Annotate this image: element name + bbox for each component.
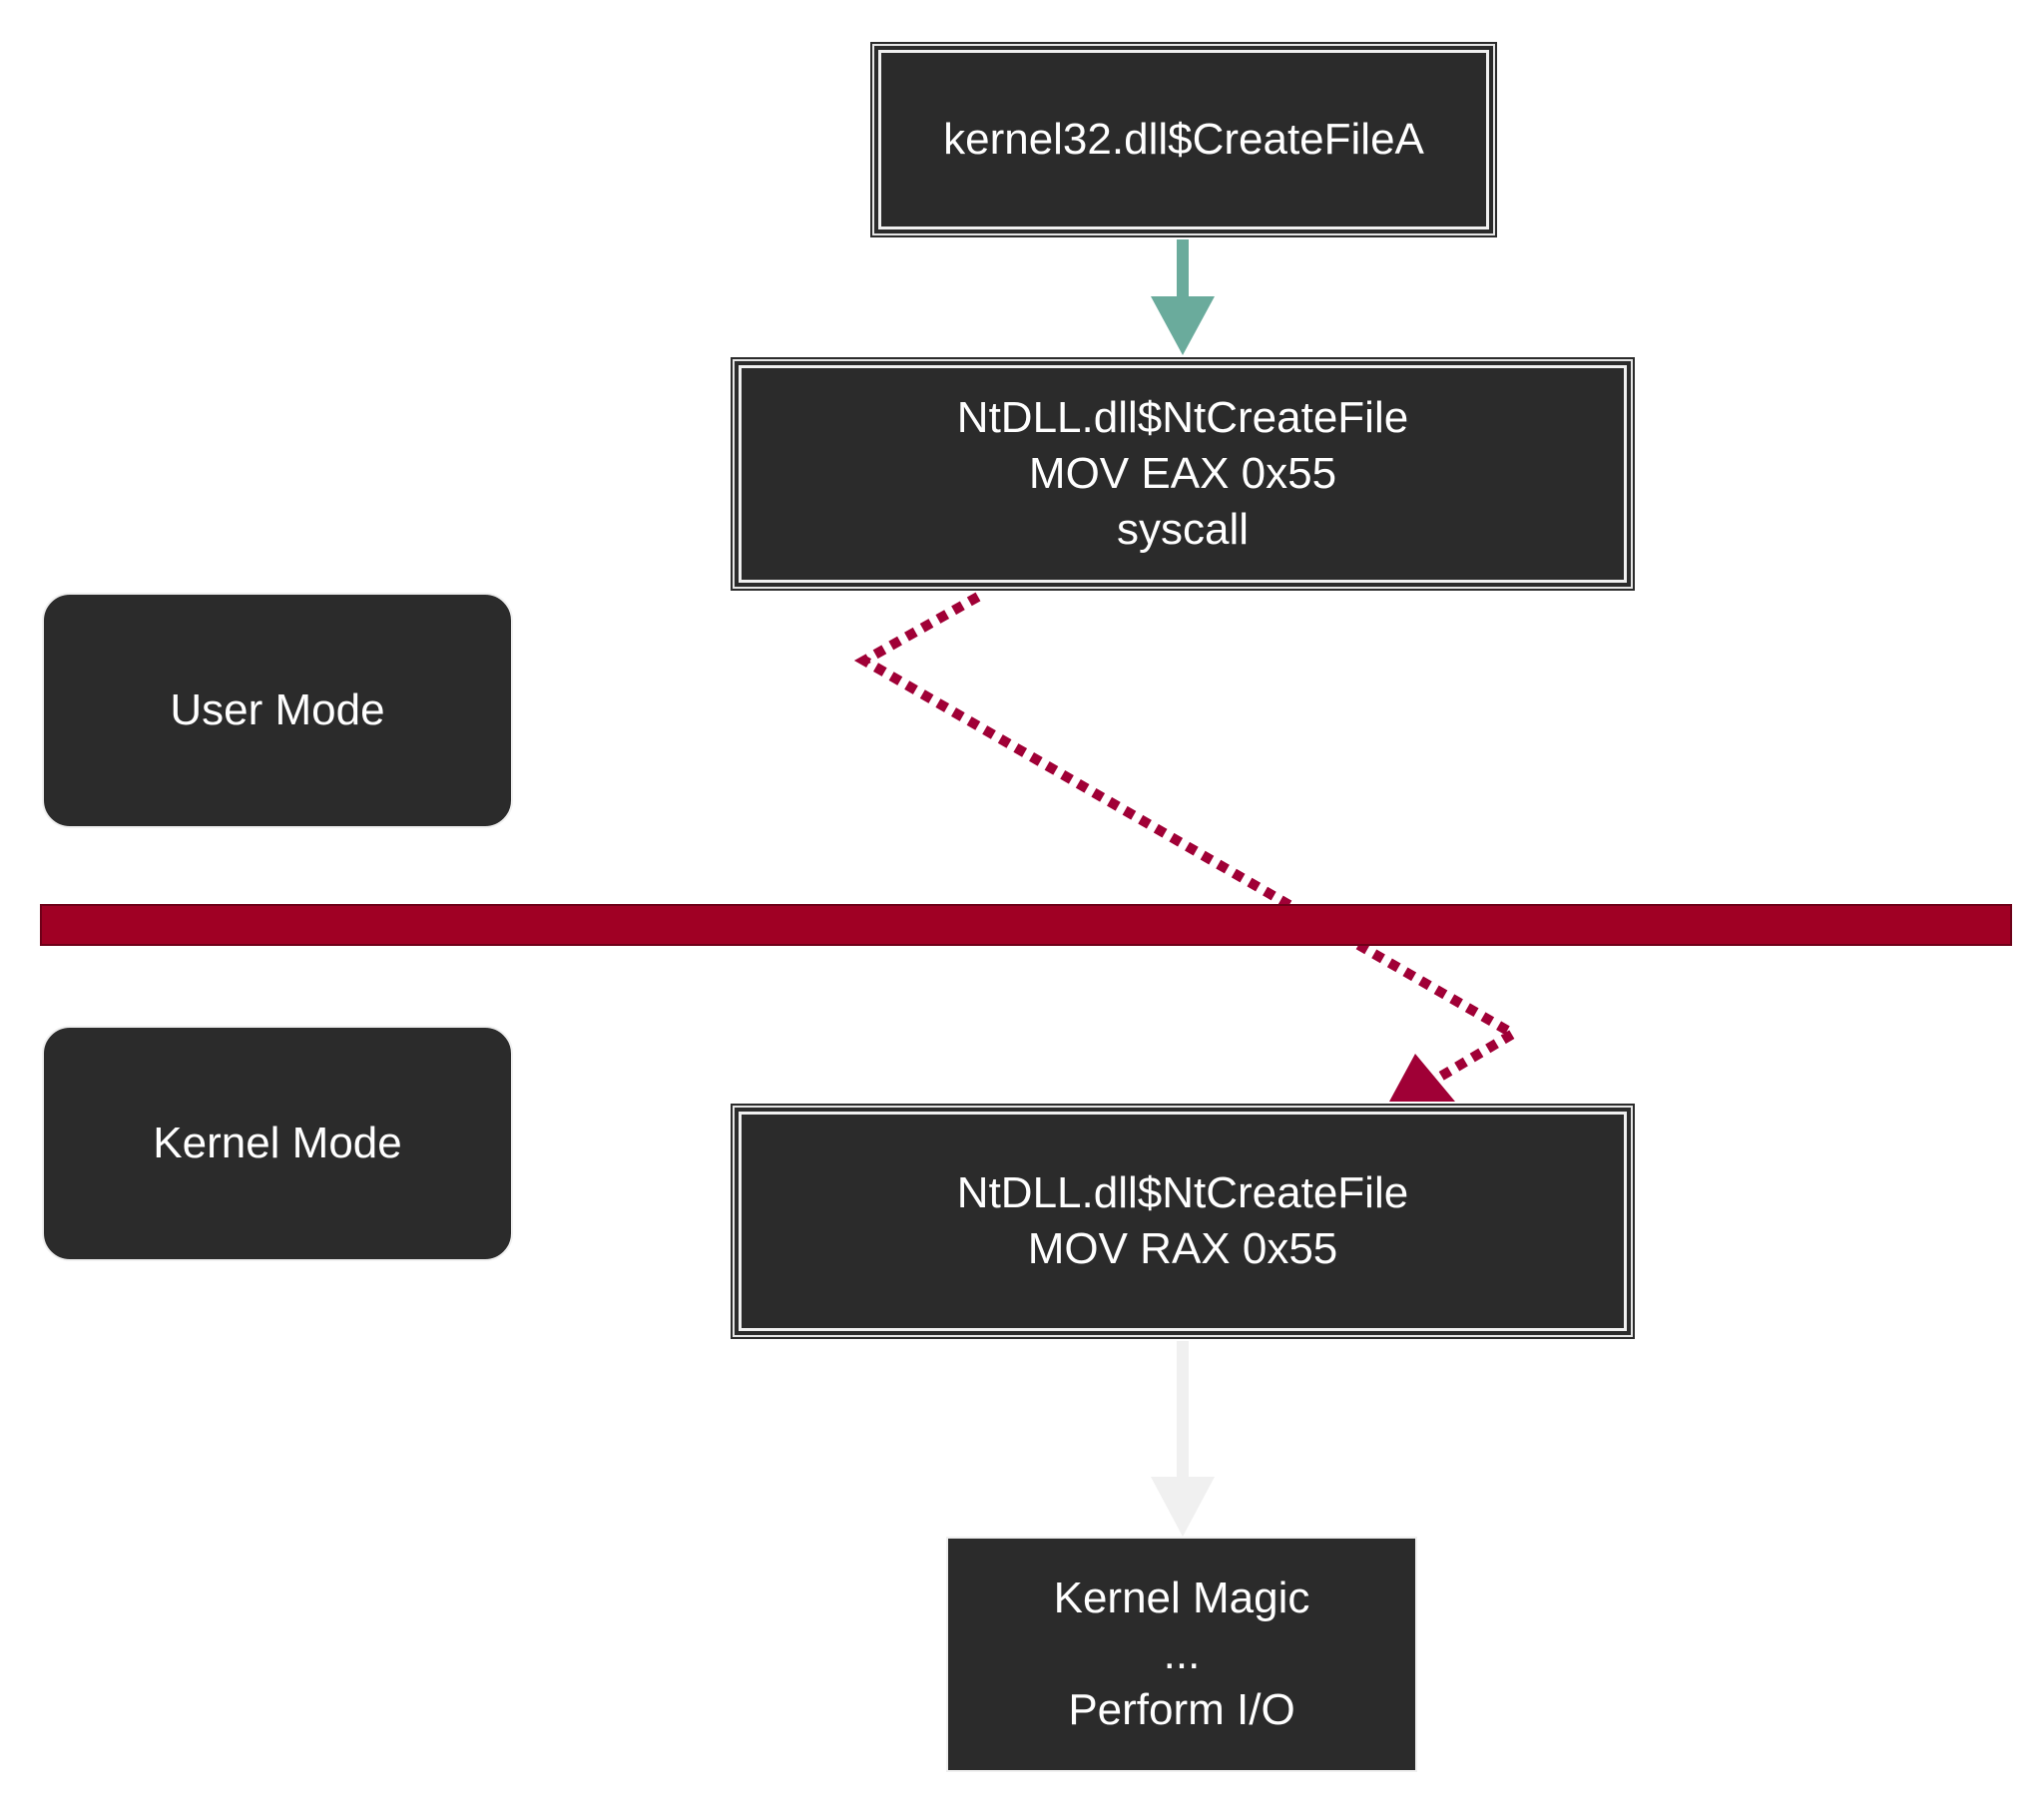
- node-createfilea: kernel32.dll$CreateFileA: [870, 42, 1497, 237]
- node-createfilea-line-1: kernel32.dll$CreateFileA: [943, 115, 1424, 164]
- node-ntcreatefile-user-line-2: MOV EAX 0x55: [1028, 449, 1337, 498]
- node-kernel-magic-line-2: ...: [1163, 1629, 1201, 1678]
- node-ntcreatefile-user-line-3: syscall: [1116, 505, 1250, 554]
- user-mode-label-box: User Mode: [42, 593, 513, 828]
- user-mode-label: User Mode: [170, 685, 385, 734]
- node-ntcreatefile-kernel-line-2: MOV RAX 0x55: [1027, 1224, 1338, 1273]
- node-kernel-magic-line-3: Perform I/O: [1068, 1685, 1295, 1734]
- node-ntcreatefile-kernel-line-1: NtDLL.dll$NtCreateFile: [956, 1168, 1409, 1217]
- kernel-mode-label-box: Kernel Mode: [42, 1026, 513, 1261]
- node-ntcreatefile-kernel: NtDLL.dll$NtCreateFile MOV RAX 0x55: [731, 1104, 1635, 1339]
- node-kernel-magic: Kernel Magic ... Perform I/O: [946, 1537, 1417, 1772]
- user-kernel-boundary: [40, 904, 2012, 946]
- arrow-ntdll-to-kernel-magic: [1151, 1341, 1215, 1537]
- node-ntcreatefile-user: NtDLL.dll$NtCreateFile MOV EAX 0x55 sysc…: [731, 357, 1635, 591]
- node-kernel-magic-line-1: Kernel Magic: [1053, 1574, 1310, 1622]
- kernel-mode-label: Kernel Mode: [153, 1119, 402, 1167]
- arrow-syscall-transition: [853, 592, 1523, 1102]
- arrow-createfile-to-ntdll: [1151, 239, 1215, 355]
- node-ntcreatefile-user-line-1: NtDLL.dll$NtCreateFile: [956, 393, 1409, 442]
